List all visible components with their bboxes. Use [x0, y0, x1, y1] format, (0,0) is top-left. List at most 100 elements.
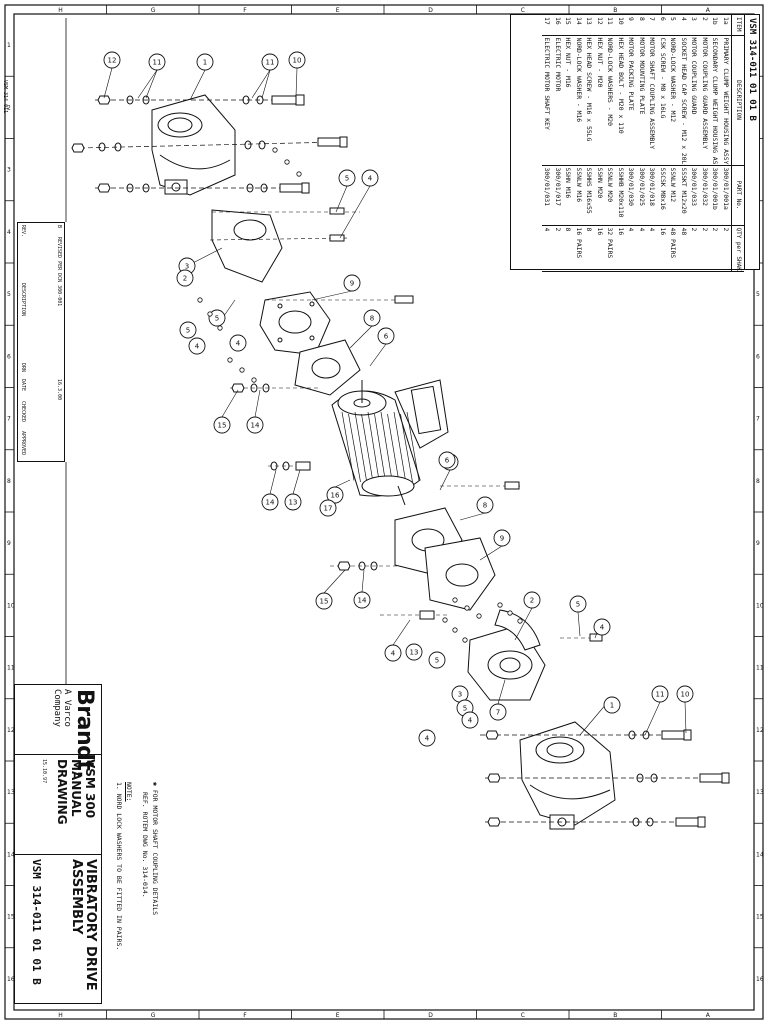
- zone-label-row: A: [706, 1012, 711, 1019]
- bom-cell-desc: HEX NUT - M20: [594, 35, 605, 165]
- callout-balloon: 5: [338, 169, 356, 187]
- callout-balloon: 5: [569, 595, 587, 613]
- callout-number: 11: [656, 691, 665, 699]
- washer-mark: [464, 605, 470, 611]
- callout-balloon: 10: [288, 51, 306, 69]
- callout-number: 11: [153, 59, 162, 67]
- project-line-2: MANUAL DRAWING: [55, 759, 83, 825]
- zone-label-col: 15: [7, 914, 15, 921]
- zone-label-col: 14: [756, 851, 764, 858]
- callout-balloon: 11: [148, 53, 166, 71]
- sheet-of: 01: [30, 958, 43, 972]
- callout-number: 5: [576, 601, 580, 609]
- callout-number: 4: [600, 624, 605, 632]
- sheet-number: 01: [30, 938, 43, 952]
- callout-number: 14: [266, 499, 275, 507]
- zone-label-col: 4: [7, 229, 11, 236]
- bom-cell-item: 15: [563, 15, 574, 35]
- bom-cell-part: 300/01/017: [552, 165, 563, 225]
- callout-number: 9: [500, 535, 504, 543]
- bom-cell-part: 300/01/018: [647, 165, 658, 225]
- bom-cell-item: 1a: [720, 15, 732, 35]
- bom-cell-qty: 2: [710, 225, 721, 271]
- callout-balloon: 5: [428, 651, 446, 669]
- bom-cell-qty: 2: [699, 225, 710, 271]
- zone-label-col: 1: [7, 42, 11, 49]
- zone-label-col: 8: [7, 478, 11, 485]
- bom-cell-desc: ELECTRIC MOTOR: [552, 35, 563, 165]
- bom-cell-part: 300/01/025: [636, 165, 647, 225]
- callout-balloon: 4: [229, 334, 247, 352]
- callout-balloon: 4: [418, 729, 436, 747]
- bom-cell-part: SSNLW M16: [573, 165, 584, 225]
- bom-cell-qty: 2: [552, 225, 563, 271]
- zone-label-row: B: [613, 7, 617, 14]
- callout-balloon: 13: [405, 643, 423, 661]
- callout-number: 10: [293, 57, 302, 65]
- callout-number: 1: [610, 702, 614, 710]
- callout-balloon: 6: [438, 451, 456, 469]
- bom-col-part: PART No.: [731, 165, 744, 225]
- callout-number: 2: [183, 275, 187, 283]
- bom-cell-desc: CSK SCREW - M8 x 16LG: [657, 35, 668, 165]
- bom-col-description: DESCRIPTION: [731, 35, 744, 165]
- bom-cell-qty: 32 PAIRS: [605, 225, 616, 271]
- callout-number: 2: [530, 597, 534, 605]
- callout-number: 5: [215, 315, 219, 323]
- zone-label-row: G: [151, 1012, 156, 1019]
- zone-label-col: 9: [756, 540, 760, 547]
- washer-mark: [452, 627, 458, 633]
- bom-cell-part: SSSKT M12x20: [678, 165, 689, 225]
- bom-cell-qty: 4: [542, 225, 553, 271]
- title-cell: VIBRATORY DRIVE ASSEMBLY VSM 314-011 01 …: [15, 855, 101, 1003]
- callout-number: 4: [468, 717, 473, 725]
- callout-number: 5: [345, 175, 349, 183]
- callout-balloon: 4: [361, 169, 379, 187]
- bom-table: ITEM No. DESCRIPTION PART No. QTY per SH…: [542, 15, 744, 272]
- bom-cell-part: SSCSK M8x16: [657, 165, 668, 225]
- bom-cell-item: 17: [542, 15, 553, 35]
- company-cell: Brandt. A Varco Company: [15, 685, 101, 778]
- bom-cell-desc: HEX HEAD SCREW - M16 x 55LG: [584, 35, 595, 165]
- bom-cell-item: 2: [699, 15, 710, 35]
- bom-cell-item: 3: [689, 15, 700, 35]
- zone-label-col: 12: [756, 727, 764, 734]
- zone-label-col: 6: [7, 353, 11, 360]
- callout-balloon: 5: [208, 309, 226, 327]
- callout-balloon: 6: [377, 327, 395, 345]
- callout-balloon: 12: [103, 51, 121, 69]
- revision-col-approved: APPROVED: [20, 431, 26, 456]
- callout-balloon: 1: [603, 696, 621, 714]
- zone-label-col: 16: [756, 976, 764, 983]
- washer-mark: [217, 325, 223, 331]
- callout-balloon: 14: [246, 416, 264, 434]
- bom-cell-desc: HEX HEAD BOLT - M20 x 110: [615, 35, 626, 165]
- bom-cell-desc: SECONDARY CLUMP WEIGHT HOUSING ASSY.: [710, 35, 721, 165]
- bom-cell-part: 300/01/033: [689, 165, 700, 225]
- callout-number: 14: [358, 597, 367, 605]
- revision-col-checked: CHECKED: [20, 401, 26, 423]
- washer-mark: [239, 367, 245, 373]
- callout-number: 10: [681, 691, 690, 699]
- side-tag: VSM 314-011: [2, 80, 8, 114]
- zone-label-col: 9: [7, 540, 11, 547]
- washer-mark: [476, 613, 482, 619]
- bom-cell-part: SSNLW M12: [668, 165, 679, 225]
- callout-number: 7: [496, 709, 500, 717]
- project-line-1: VSM 300: [83, 759, 97, 819]
- bom-cell-desc: NORD-LOCK WASHERS - M20: [605, 35, 616, 165]
- bom-cell-qty: 4: [626, 225, 637, 271]
- callout-balloon: 13: [284, 493, 302, 511]
- bom-cell-qty: 4: [636, 225, 647, 271]
- washer-mark: [452, 597, 458, 603]
